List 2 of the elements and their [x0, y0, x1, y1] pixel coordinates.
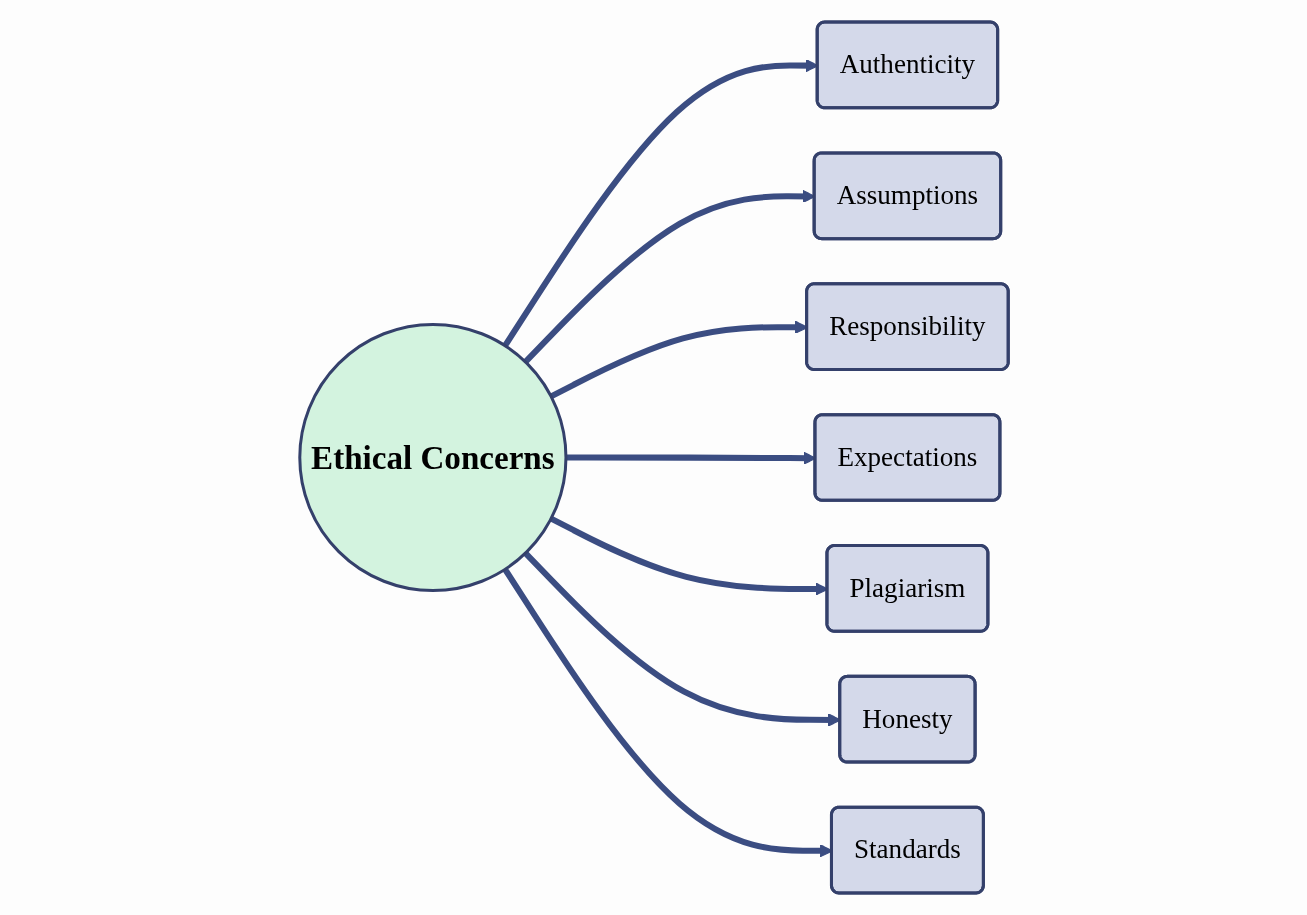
arrow: [565, 451, 816, 465]
node-circle: Ethical Concerns: [297, 322, 567, 593]
